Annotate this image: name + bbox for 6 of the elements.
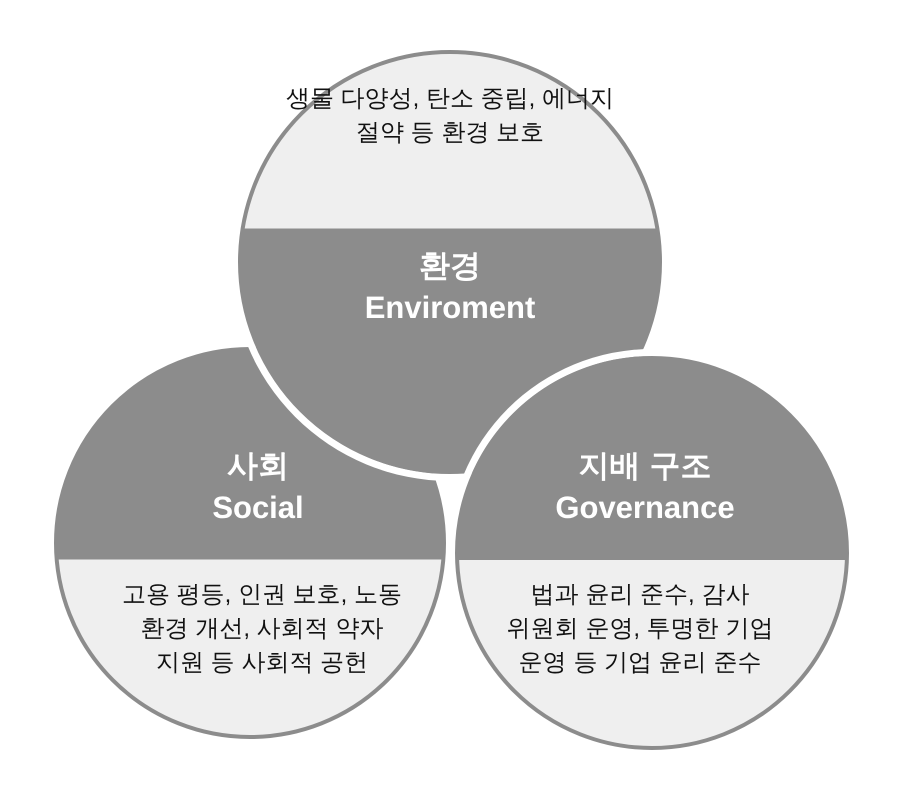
- circle-description: 고용 평등, 인권 보호, 노동 환경 개선, 사회적 약자 지원 등 사회적 공헌: [120, 580, 403, 678]
- circle-title: 환경 Enviroment: [364, 247, 536, 327]
- circle-description: 법과 윤리 준수, 감사 위원회 운영, 투명한 기업 운영 등 기업 윤리 준수: [506, 580, 774, 678]
- circle-description: 생물 다양성, 탄소 중립, 에너지 절약 등 환경 보호: [284, 84, 615, 148]
- circle-title: 지배 구조 Governance: [554, 447, 736, 527]
- circle-title: 사회 Social: [211, 447, 305, 527]
